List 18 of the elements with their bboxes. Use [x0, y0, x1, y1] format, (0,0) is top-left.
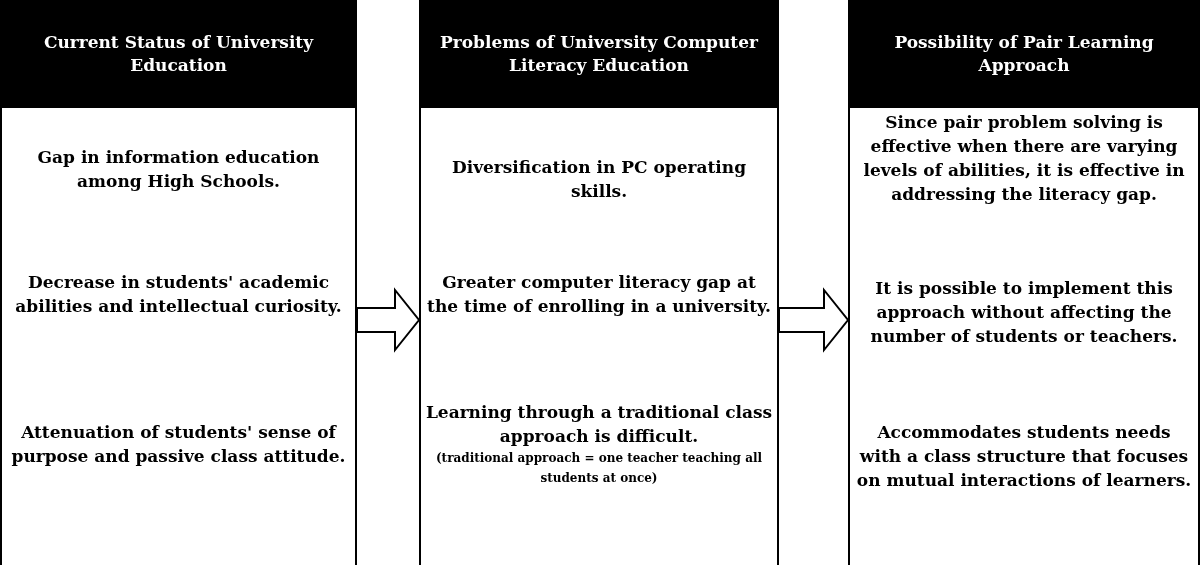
statement-text: Accommodates students needs with a class structure that focuses on mutual interactions of learners.: [855, 421, 1193, 492]
statement-text: Greater computer literacy gap at the time of enrolling in a university.: [426, 271, 772, 318]
statement-text: Gap in information education among High Schools.: [36, 146, 321, 193]
column-panel: [848, 0, 1200, 565]
block-arrow: [356, 287, 421, 353]
statement-text: Decrease in students' academic abilities and intellectual curiosity.: [14, 271, 343, 318]
statement-text: Since pair problem solving is effective when there are varying levels of abilities, it is effective in addressing the literacy gap.: [862, 111, 1186, 206]
column-heading: Current Status of University Education: [2, 0, 355, 108]
statement-text: Learning through a traditional class approach is difficult.: [425, 401, 773, 448]
statement-text: Diversification in PC operating skills.: [450, 156, 748, 203]
block-arrow: [778, 287, 850, 353]
note-text: (traditional approach = one teacher teaching all students at once): [434, 450, 764, 487]
column-heading: Possibility of Pair Learning Approach: [850, 0, 1198, 108]
column-panel: [419, 0, 779, 565]
statement-text: It is possible to implement this approach without affecting the number of students or teachers.: [869, 277, 1179, 348]
column-panel: [0, 0, 357, 565]
statement-text: Attenuation of students' sense of purpose and passive class attitude.: [10, 421, 347, 468]
column-heading: Problems of University Computer Literacy Education: [421, 0, 777, 108]
